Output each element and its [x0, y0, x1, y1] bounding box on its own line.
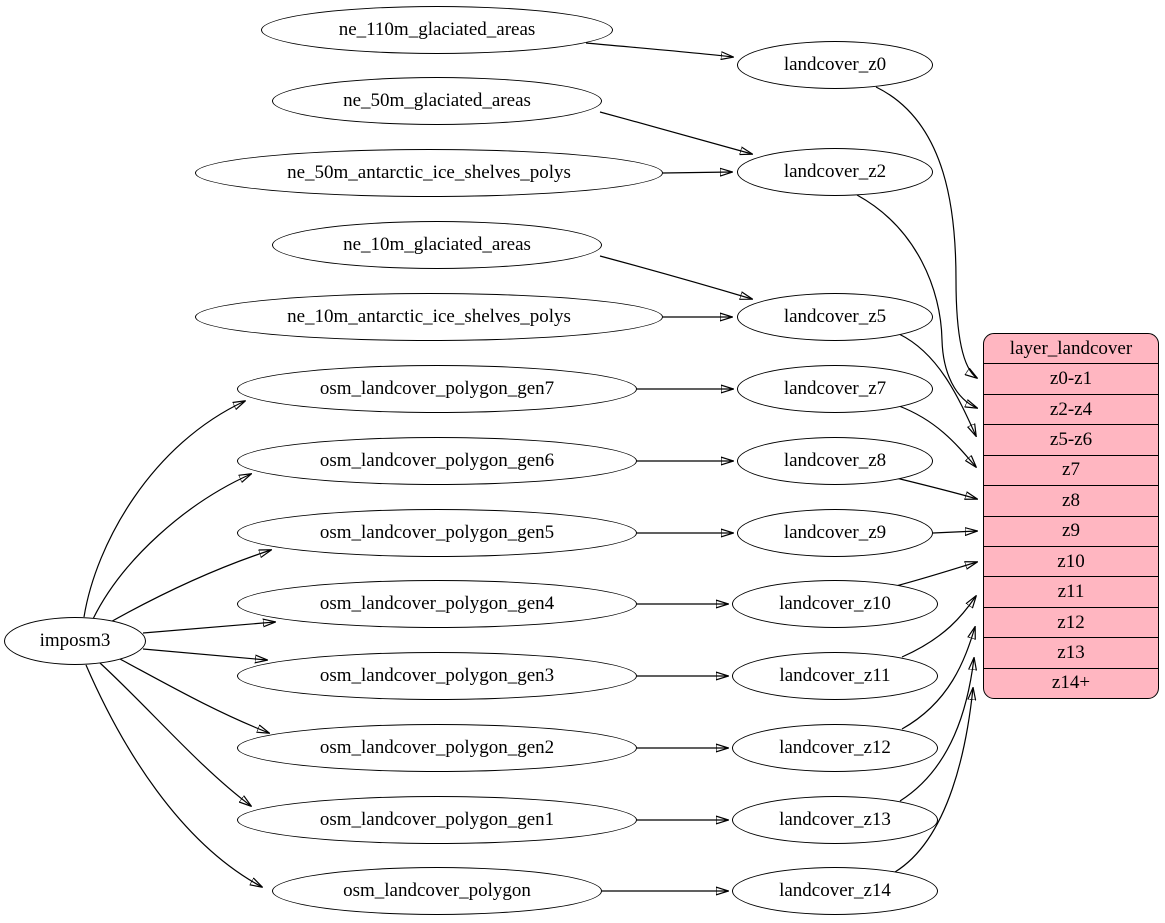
record-row-z9: z9 — [984, 515, 1158, 546]
node-label: ne_10m_antarctic_ice_shelves_polys — [287, 306, 571, 327]
node-label: landcover_z0 — [783, 54, 887, 75]
node-label: imposm3 — [39, 630, 111, 651]
record-row-z14: z14+ — [984, 667, 1158, 698]
node-label: landcover_z12 — [779, 737, 891, 758]
node-label: osm_landcover_polygon_gen4 — [319, 593, 555, 614]
node-label: ne_10m_glaciated_areas — [343, 234, 531, 255]
node-label: osm_landcover_polygon — [343, 880, 531, 901]
node-label: osm_landcover_polygon_gen6 — [319, 450, 555, 471]
node-osm-landcover-polygon: osm_landcover_polygon — [272, 867, 602, 915]
edge-landcover-z2-to-row-z2-z4 — [856, 194, 977, 408]
record-node-layer-landcover: layer_landcover z0-z1 z2-z4 z5-z6 z7 z8 … — [983, 333, 1159, 699]
node-ne-110m-glaciated-areas: ne_110m_glaciated_areas — [261, 6, 613, 54]
record-row-z5-z6: z5-z6 — [984, 424, 1158, 454]
node-label: landcover_z13 — [779, 809, 891, 830]
edge-imposm3-to-gen1 — [99, 662, 251, 806]
edge-imposm3-to-gen4 — [142, 622, 275, 634]
node-ne-10m-antarctic-ice-shelves-polys: ne_10m_antarctic_ice_shelves_polys — [195, 293, 663, 341]
edge-landcover-z12-to-row-z12 — [901, 627, 975, 730]
record-row-z11: z11 — [984, 576, 1158, 606]
record-row-z2-z4: z2-z4 — [984, 393, 1158, 424]
edge-landcover-z7-to-row-z7 — [898, 405, 976, 467]
edge-ne10m-glaciated-to-landcover-z5 — [599, 255, 752, 299]
node-osm-landcover-polygon-gen3: osm_landcover_polygon_gen3 — [237, 652, 637, 700]
node-label: ne_110m_glaciated_areas — [338, 19, 536, 40]
node-landcover-z7: landcover_z7 — [737, 365, 933, 413]
edge-ne50m-antarctic-to-landcover-z2 — [662, 172, 732, 173]
record-row-z12: z12 — [984, 606, 1158, 637]
record-row-z7: z7 — [984, 454, 1158, 485]
edge-landcover-z10-to-row-z10 — [895, 562, 977, 587]
node-osm-landcover-polygon-gen7: osm_landcover_polygon_gen7 — [237, 365, 637, 413]
node-landcover-z9: landcover_z9 — [737, 509, 933, 557]
edge-landcover-z14-to-row-z14 — [894, 688, 973, 873]
node-label: landcover_z14 — [779, 880, 891, 901]
node-landcover-z0: landcover_z0 — [737, 41, 933, 89]
node-label: osm_landcover_polygon_gen1 — [319, 809, 555, 830]
node-ne-50m-glaciated-areas: ne_50m_glaciated_areas — [272, 77, 602, 125]
node-label: ne_50m_antarctic_ice_shelves_polys — [287, 162, 571, 183]
node-landcover-z14: landcover_z14 — [732, 867, 938, 915]
node-label: osm_landcover_polygon_gen3 — [319, 665, 555, 686]
node-landcover-z10: landcover_z10 — [732, 580, 938, 628]
node-label: ne_50m_glaciated_areas — [343, 90, 531, 111]
node-imposm3: imposm3 — [4, 617, 146, 665]
node-landcover-z5: landcover_z5 — [737, 293, 933, 341]
record-row-z13: z13 — [984, 637, 1158, 667]
node-label: landcover_z2 — [783, 161, 887, 182]
node-label: landcover_z9 — [783, 522, 887, 543]
edge-imposm3-to-gen3 — [142, 648, 267, 660]
node-label: osm_landcover_polygon_gen7 — [319, 378, 555, 399]
edge-landcover-z8-to-row-z8 — [891, 476, 977, 499]
node-osm-landcover-polygon-gen6: osm_landcover_polygon_gen6 — [237, 437, 637, 485]
node-label: osm_landcover_polygon_gen2 — [319, 737, 555, 758]
node-landcover-z11: landcover_z11 — [732, 652, 938, 700]
edge-landcover-z0-to-row-z0-z1 — [875, 86, 977, 378]
edge-imposm3-to-gen6 — [92, 474, 251, 620]
node-landcover-z12: landcover_z12 — [732, 724, 938, 772]
record-row-z10: z10 — [984, 545, 1158, 576]
edge-imposm3-to-gen5 — [106, 550, 271, 625]
node-osm-landcover-polygon-gen1: osm_landcover_polygon_gen1 — [237, 796, 637, 844]
node-label: landcover_z5 — [783, 306, 887, 327]
node-label: osm_landcover_polygon_gen5 — [319, 522, 555, 543]
edge-landcover-z5-to-row-z5-z6 — [898, 333, 976, 436]
node-osm-landcover-polygon-gen5: osm_landcover_polygon_gen5 — [237, 509, 637, 557]
edge-imposm3-to-gen2 — [119, 658, 269, 733]
node-label: landcover_z7 — [783, 378, 887, 399]
node-osm-landcover-polygon-gen4: osm_landcover_polygon_gen4 — [237, 580, 637, 628]
record-row-z0-z1: z0-z1 — [984, 363, 1158, 393]
node-label: landcover_z11 — [779, 665, 891, 686]
record-title: layer_landcover — [1009, 337, 1133, 359]
edge-landcover-z11-to-row-z11 — [901, 596, 976, 658]
node-landcover-z8: landcover_z8 — [737, 437, 933, 485]
node-osm-landcover-polygon-gen2: osm_landcover_polygon_gen2 — [237, 724, 637, 772]
edge-ne110m-glaciated-to-landcover-z0 — [585, 42, 733, 57]
record-row-z8: z8 — [984, 485, 1158, 515]
node-ne-50m-antarctic-ice-shelves-polys: ne_50m_antarctic_ice_shelves_polys — [195, 149, 663, 197]
edge-landcover-z13-to-row-z13 — [899, 658, 974, 802]
node-landcover-z13: landcover_z13 — [732, 796, 938, 844]
node-label: landcover_z8 — [783, 450, 887, 471]
edge-ne50m-glaciated-to-landcover-z2 — [599, 111, 752, 154]
node-landcover-z2: landcover_z2 — [737, 148, 933, 196]
edge-imposm3-to-polygon — [85, 664, 262, 887]
node-label: landcover_z10 — [779, 593, 891, 614]
edge-imposm3-to-gen7 — [83, 401, 245, 618]
edge-landcover-z9-to-row-z9 — [932, 531, 977, 533]
node-ne-10m-glaciated-areas: ne_10m_glaciated_areas — [272, 221, 602, 269]
